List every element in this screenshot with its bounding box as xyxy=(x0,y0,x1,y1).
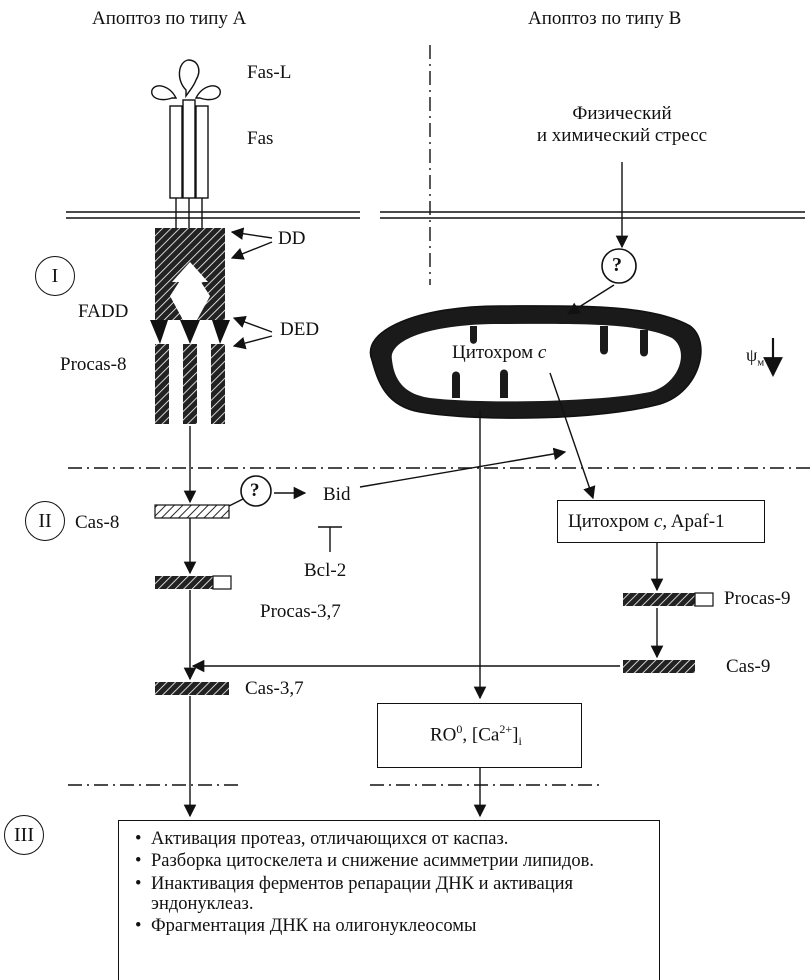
ca-sub: i xyxy=(518,734,521,748)
outcome-text: Фрагментация ДНК на олигонуклеосомы xyxy=(151,916,476,936)
procas9-label: Procas-9 xyxy=(724,588,790,610)
stage-two-marker: II xyxy=(25,501,65,541)
cas9-bar xyxy=(623,660,695,673)
psi-subscript: м xyxy=(757,357,764,369)
ca-pre: , [Ca xyxy=(462,724,499,745)
procas8-label: Procas-8 xyxy=(60,354,126,376)
cas37-bar xyxy=(155,682,229,695)
cytochrome-c-italic: c xyxy=(538,342,546,363)
stress-line-1: Физический xyxy=(502,103,742,125)
outcome-item: Активация протеаз, отличающихся от каспа… xyxy=(151,829,659,849)
dd-label: DD xyxy=(278,228,305,250)
ded-label: DED xyxy=(280,319,319,341)
fadd-label: FADD xyxy=(78,301,128,323)
procas37-label: Procas-3,7 xyxy=(260,601,341,623)
ros-calcium-label: RO0, [Ca2+]i xyxy=(430,723,522,749)
procas37-prodomain xyxy=(213,576,231,589)
cas8-bar xyxy=(155,505,229,518)
stress-label: Физический и химический стресс xyxy=(502,103,742,147)
execution-outcomes-box: Активация протеаз, отличающихся от каспа… xyxy=(118,820,660,980)
membrane-potential-label: ψм xyxy=(746,345,764,369)
cell-membrane xyxy=(66,212,805,218)
outcome-text: Инактивация ферментов репарации ДНК и ак… xyxy=(151,874,659,894)
stress-arrows xyxy=(568,162,622,314)
cytochrome-c-label: Цитохром c xyxy=(452,342,546,364)
procas37-bar xyxy=(155,576,213,589)
fas-receptor-label: Fas xyxy=(247,128,273,150)
cytochrome-text: Цитохром xyxy=(452,342,533,363)
cas8-unknown-mark: ? xyxy=(250,480,260,502)
apoptosome-apaf1: , Apaf-1 xyxy=(662,511,724,532)
bcl2-label: Bcl-2 xyxy=(304,560,346,582)
stress-line-2: и химический стресс xyxy=(502,125,742,147)
outcome-item: Разборка цитоскелета и снижение асимметр… xyxy=(151,851,659,871)
stage-three-marker: III xyxy=(4,815,44,855)
outcome-text: Активация протеаз, отличающихся от каспа… xyxy=(151,829,508,849)
apoptosome-cytochrome: Цитохром xyxy=(568,511,649,532)
procas9-bar xyxy=(623,593,695,606)
outcome-text-continued: эндонуклеаз. xyxy=(151,894,659,914)
outcome-item: Инактивация ферментов репарации ДНК и ак… xyxy=(151,874,659,915)
apoptosome-box: Цитохром c, Apaf-1 xyxy=(557,500,765,543)
header-type-a: Апоптоз по типу А xyxy=(92,8,246,30)
outcome-item: Фрагментация ДНК на олигонуклеосомы xyxy=(151,916,659,936)
procas9-prodomain xyxy=(695,593,713,606)
fas-ligand-label: Fas-L xyxy=(247,62,291,84)
header-type-b: Апоптоз по типу В xyxy=(528,8,681,30)
cas8-label: Cas-8 xyxy=(75,512,119,534)
stress-unknown-mark: ? xyxy=(612,254,622,277)
cas9-label: Cas-9 xyxy=(726,656,770,678)
cas8-to-unknown-link xyxy=(229,499,243,506)
disc-complex xyxy=(150,228,230,424)
bcl2-inhibition xyxy=(318,527,342,552)
fas-receptor xyxy=(152,60,221,232)
cas37-label: Cas-3,7 xyxy=(245,678,304,700)
bid-label: Bid xyxy=(323,484,350,506)
domain-pointers xyxy=(232,232,272,346)
outcome-text: Разборка цитоскелета и снижение асимметр… xyxy=(151,851,594,871)
psi-symbol: ψ xyxy=(746,345,757,365)
ros-calcium-box: RO0, [Ca2+]i xyxy=(377,703,582,768)
stage-one-marker: I xyxy=(35,256,75,296)
ca-sup: 2+ xyxy=(499,722,512,736)
apoptosome-label: Цитохром c, Apaf-1 xyxy=(568,511,725,533)
ros-text: RO xyxy=(430,724,456,745)
outcome-list: Активация протеаз, отличающихся от каспа… xyxy=(119,829,659,937)
